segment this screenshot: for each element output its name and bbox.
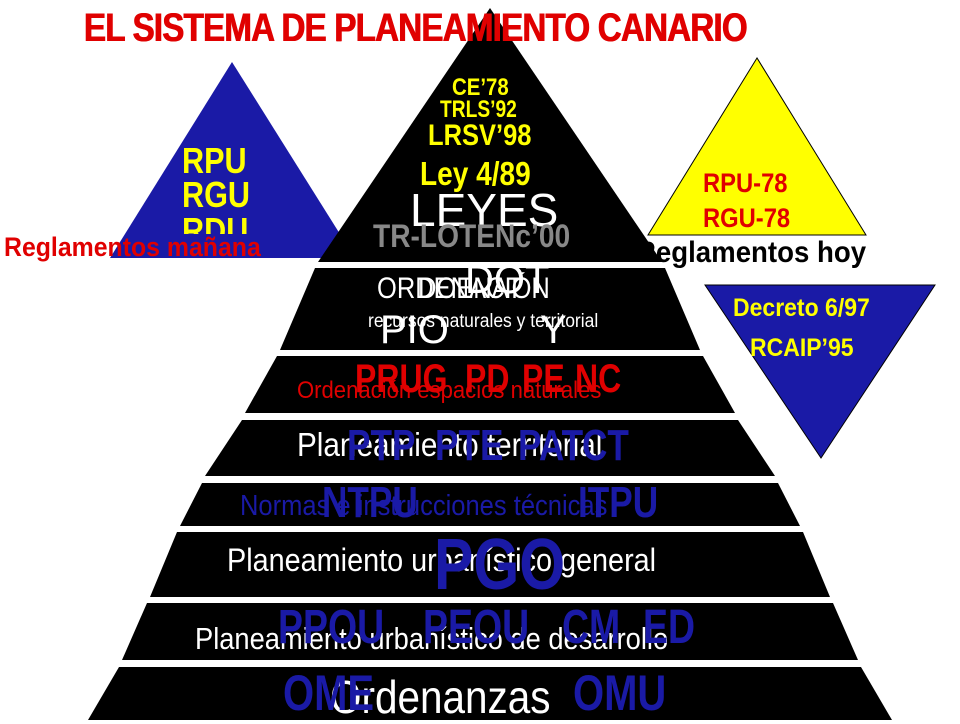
left-triangle-item-rgu: RGU: [182, 174, 250, 215]
tier-2-overlay-nc: NC: [575, 357, 622, 401]
tier-2-label: Ordenación espacios naturales: [297, 377, 602, 404]
apex-trlotenc: TR-LOTENc’00: [373, 218, 571, 254]
tier-3-overlay-ct: CT: [582, 421, 629, 470]
tier-7-overlay-ome: OME: [283, 665, 375, 721]
tier-2-overlay-pe: PE: [522, 357, 565, 401]
law-trls92: TRLS’92: [440, 96, 517, 123]
tier-1-sublabel: recursos naturales y territorial: [368, 311, 599, 332]
inverted-triangle-item-rcaip: RCAIP’95: [750, 334, 854, 362]
pyramid-tier-2: [245, 356, 735, 413]
law-ce78: CE’78: [452, 74, 509, 101]
left-triangle-item-rdu-clip: RDU: [170, 210, 270, 234]
tier-5-overlay-pgo: PGO: [434, 525, 566, 605]
left-triangle-item-rdu: RDU: [182, 210, 249, 234]
right-triangle-item-rpu78: RPU-78: [703, 168, 788, 198]
tier-4-overlay-itpu: ITPU: [578, 478, 659, 527]
pyramid-tier-5: [150, 532, 830, 597]
law-ley489: Ley 4/89: [420, 155, 531, 192]
left-triangle-caption: Reglamentos mañana: [4, 232, 261, 262]
inverted-triangle-item-decreto: Decreto 6/97: [733, 294, 870, 322]
tier-6-overlay-ppou: PPOU: [278, 601, 385, 654]
tier-2-overlay-pd: PD: [465, 357, 510, 401]
tier-7-overlay-omu: OMU: [573, 665, 667, 721]
tier-6-label: Planeamiento urbanístico de desarrollo: [195, 621, 669, 656]
page-title: EL SISTEMA DE PLANEAMIENTO CANARIO: [83, 6, 748, 50]
apex-leyes: LEYES: [410, 184, 559, 236]
tier-5-label: Planeamiento urbanístico general: [227, 542, 657, 578]
inverted-triangle: [704, 284, 936, 459]
pyramid-tier-4: [180, 483, 800, 526]
right-triangle: [647, 57, 867, 236]
tier-1-overlay-y: Y: [540, 308, 567, 352]
pyramid-tier-7: [88, 667, 892, 720]
tier-3-label: Planeamiento territorial: [297, 426, 603, 463]
tier-6-overlay-ed: ED: [643, 601, 696, 654]
right-triangle-caption: Reglamentos hoy: [636, 236, 867, 269]
tier-2-overlay-prug: PRUG: [355, 357, 448, 401]
tier-4-overlay-ntpu: NTPU: [322, 478, 418, 527]
pyramid-apex: [318, 8, 662, 262]
tier-6-overlay-cm: CM: [562, 601, 621, 654]
pyramid-tier-3: [205, 420, 775, 476]
tier-3-overlay-pat: PAT: [518, 421, 584, 470]
tier-4-label: Normas e instrucciones técnicas: [240, 490, 608, 522]
tier-1-label: ORDENACIÓN: [377, 272, 550, 305]
tier-1-overlay-pio: PIO: [380, 308, 449, 352]
tier-7-label: Ordenanzas: [330, 671, 551, 723]
tier-6-overlay-peou: PEOU: [423, 601, 530, 654]
tier-1-overlay-doenat: DOENAT: [418, 272, 523, 305]
pyramid-tier-6: [122, 603, 858, 660]
tier-1-overlay-dot: DOT: [465, 258, 550, 302]
right-triangle-item-rgu78: RGU-78: [703, 203, 791, 233]
left-triangle-item-rpu: RPU: [182, 140, 247, 181]
pyramid-tier-1: [280, 268, 700, 350]
law-lrsv98: LRSV’98: [428, 119, 532, 152]
left-triangle: [110, 62, 355, 258]
tier-3-overlay-pte: PTE: [435, 421, 504, 470]
tier-3-overlay-ptp: PTP: [347, 421, 416, 470]
